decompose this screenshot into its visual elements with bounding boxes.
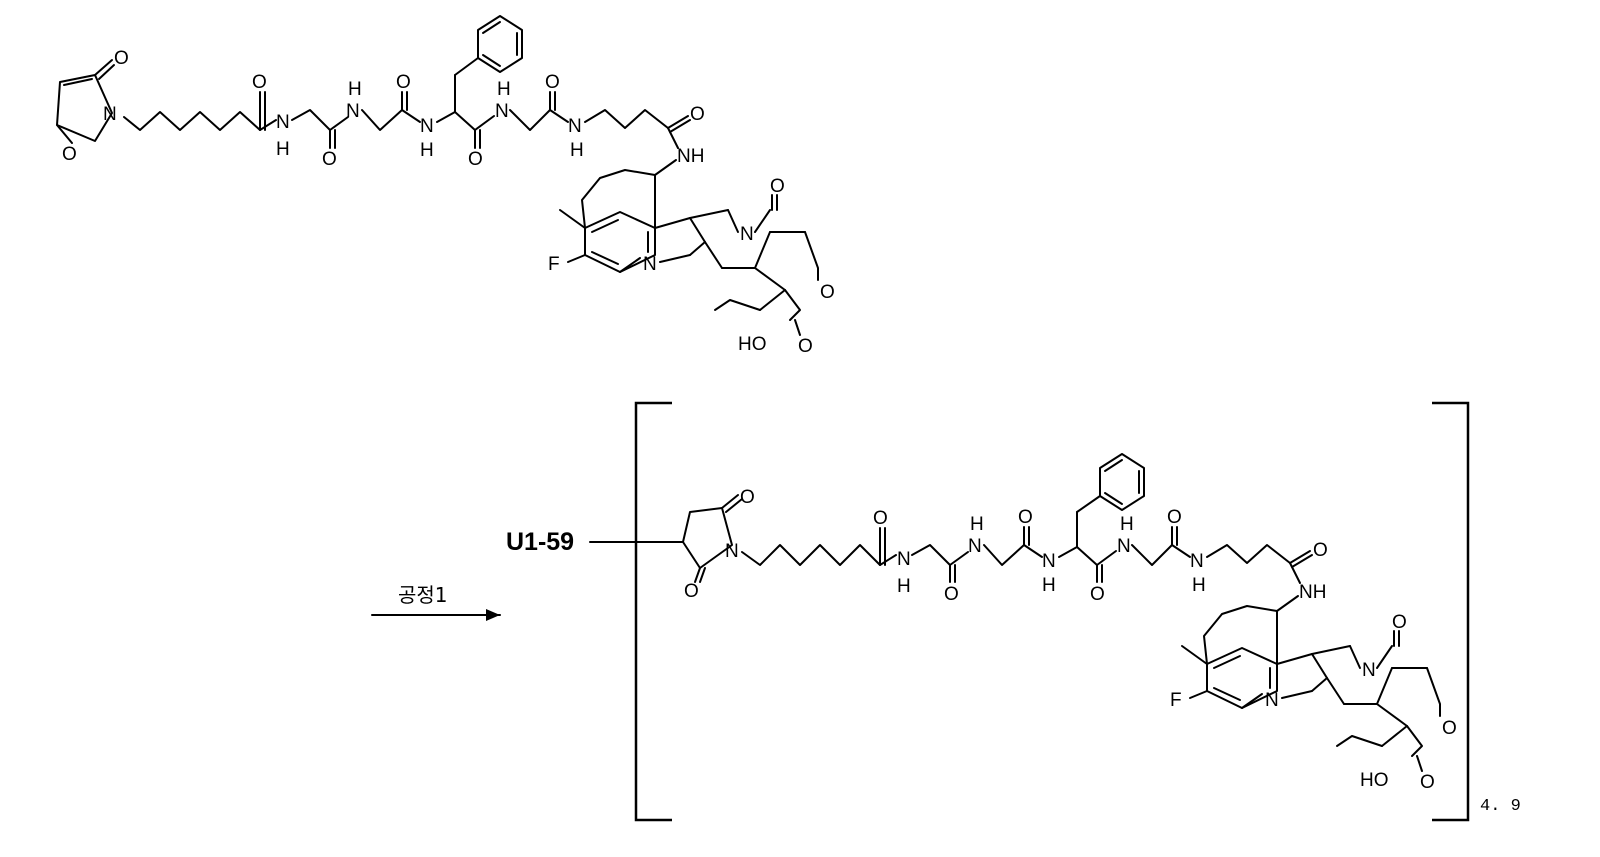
product-atom-n-gly2: N bbox=[1042, 551, 1056, 572]
reactant-atom-o-linker: O bbox=[690, 104, 705, 125]
reactant-atom-o-gly2: O bbox=[396, 72, 411, 93]
product-atom-o-ketone: O bbox=[1392, 612, 1407, 633]
product-atom-o-gly2: O bbox=[1018, 507, 1033, 528]
product-atom-h-gly1: H bbox=[970, 514, 984, 535]
product-atom-h-gly2: H bbox=[1042, 575, 1056, 596]
reactant-atom-n-gly3: N bbox=[568, 116, 582, 137]
reactant-atom-h-gly3: H bbox=[570, 140, 584, 161]
product-atom-o-linker: O bbox=[1313, 540, 1328, 561]
product-structure: 4. 9 U1-59 O N O O N H O H N bbox=[506, 403, 1521, 820]
antibody-label: U1-59 bbox=[506, 528, 574, 556]
product-atom-n-succinimide: N bbox=[725, 541, 739, 562]
reactant-atom-o-maleimide-bottom: O bbox=[62, 144, 77, 165]
product-atom-o-succinimide-top: O bbox=[740, 487, 755, 508]
product-atom-o-phe: O bbox=[1090, 584, 1105, 605]
product-atom-n-phe: N bbox=[1117, 536, 1131, 557]
reaction-step-label: 공정1 bbox=[398, 583, 448, 607]
product-atom-h-amide1: H bbox=[897, 576, 911, 597]
bracket-right bbox=[1432, 403, 1468, 820]
product-atom-o-lactone-ring: O bbox=[1442, 718, 1457, 739]
product-atom-o-amide1: O bbox=[873, 508, 888, 529]
reactant-atom-n-gly2: N bbox=[420, 116, 434, 137]
product-atom-n-gly3: N bbox=[1190, 551, 1204, 572]
product-atom-f: F bbox=[1170, 690, 1182, 711]
reactant-atom-f: F bbox=[548, 254, 560, 275]
product-atom-o-gly3: O bbox=[1167, 507, 1182, 528]
succinimide-ring bbox=[683, 495, 742, 582]
reactant-atom-o-gly3: O bbox=[545, 72, 560, 93]
product-atom-n-ring: N bbox=[1362, 660, 1376, 681]
reactant-structure: O N O O N H O H N O N H bbox=[57, 16, 835, 357]
drug-antibody-ratio: 4. 9 bbox=[1480, 797, 1521, 816]
reactant-atom-h-gly2: H bbox=[420, 140, 434, 161]
reactant-atom-o-amide1: O bbox=[252, 72, 267, 93]
product-atom-nh-linker: NH bbox=[1299, 582, 1326, 603]
reactant-atom-h-amide1: H bbox=[276, 139, 290, 160]
product-phenyl-ring bbox=[1100, 454, 1144, 510]
reactant-atom-o-maleimide-top: O bbox=[114, 48, 129, 69]
reaction-step: 공정1 bbox=[372, 583, 500, 621]
product-hexyl-chain bbox=[742, 545, 880, 565]
maleimide-ring bbox=[57, 60, 114, 143]
product-atom-ho: HO bbox=[1360, 770, 1389, 791]
reactant-atom-n-maleimide: N bbox=[103, 104, 117, 125]
reactant-atom-h-gly1: H bbox=[348, 79, 362, 100]
product-atom-n-quinoline: N bbox=[1265, 690, 1279, 711]
product-atom-h-phe: H bbox=[1120, 514, 1134, 535]
reactant-atom-n-amide1: N bbox=[276, 112, 290, 133]
reactant-atom-n-gly1: N bbox=[346, 101, 360, 122]
reactant-atom-h-phe: H bbox=[497, 79, 511, 100]
reactant-phenyl-ring bbox=[478, 16, 522, 72]
reactant-atom-ho: HO bbox=[738, 334, 767, 355]
product-atom-n-gly1: N bbox=[968, 536, 982, 557]
reactant-atom-n-quinoline: N bbox=[643, 254, 657, 275]
product-atom-o-lactone: O bbox=[1420, 772, 1435, 793]
product-atom-o-gly1: O bbox=[944, 584, 959, 605]
reaction-arrow-head bbox=[486, 609, 500, 621]
bracket-left bbox=[636, 403, 672, 820]
reactant-atom-o-phe: O bbox=[468, 149, 483, 170]
product-atom-o-succinimide-bottom: O bbox=[684, 581, 699, 602]
product-atom-h-gly3: H bbox=[1192, 575, 1206, 596]
reactant-atom-n-phe: N bbox=[495, 101, 509, 122]
reactant-atom-o-ketone: O bbox=[770, 176, 785, 197]
reactant-atom-o-lactone: O bbox=[798, 336, 813, 357]
product-atom-n-amide1: N bbox=[897, 549, 911, 570]
reactant-atom-nh-linker: NH bbox=[677, 146, 704, 167]
reactant-hexyl-chain bbox=[124, 112, 260, 130]
reactant-atom-n-ring: N bbox=[740, 224, 754, 245]
reactant-atom-o-gly1: O bbox=[322, 149, 337, 170]
reactant-atom-o-lactone-ring: O bbox=[820, 282, 835, 303]
